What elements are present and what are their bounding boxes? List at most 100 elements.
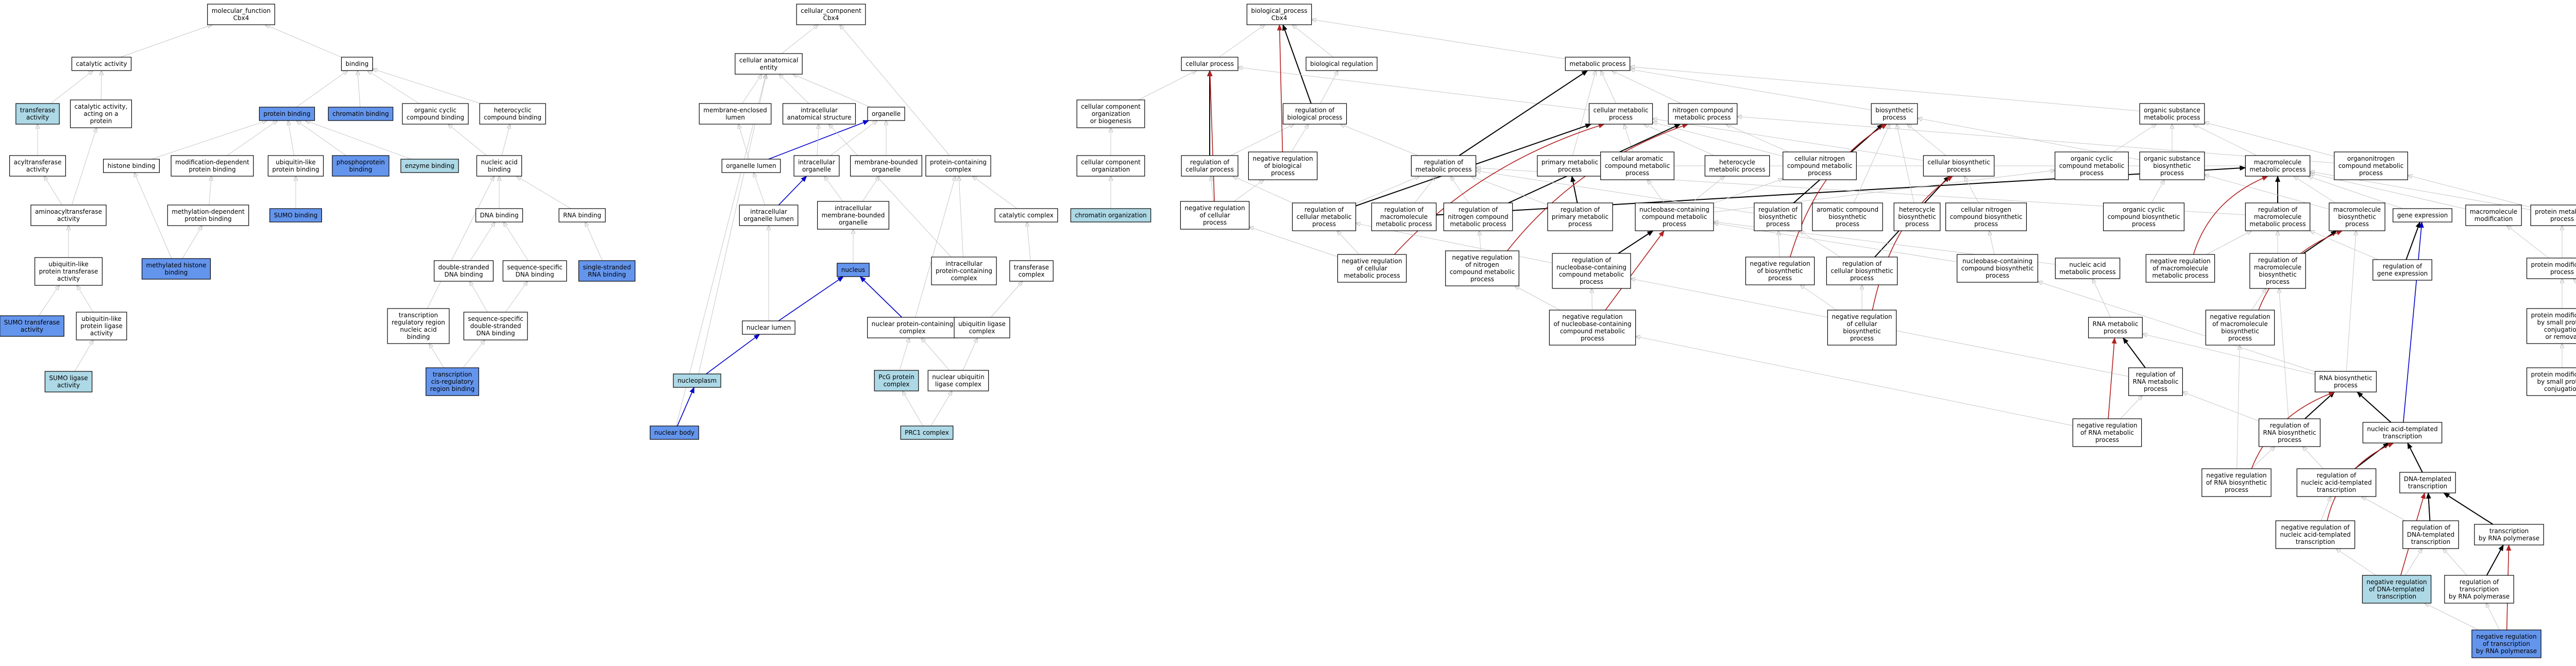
edge-rnabind-to-nucbind	[517, 176, 571, 209]
edge-regdnatrans-to-regnucacidtrans	[2362, 497, 2406, 521]
edge-intraorglum-to-orglumen	[754, 173, 766, 206]
edge-aminoacyl-to-catprot	[71, 128, 96, 206]
edge-negtranspol-to-regtranspol	[2486, 603, 2500, 630]
node-box	[2245, 155, 2311, 177]
edge-intraprot-to-protcplx	[959, 176, 964, 258]
node-box	[1588, 103, 1653, 125]
node-box	[2258, 418, 2321, 447]
node-label: PRC1 complex	[905, 429, 949, 436]
edge-regrnabio-to-regmacbio	[2279, 288, 2289, 419]
node-label: SUMO binding	[274, 212, 318, 219]
edge-chrombind-to-binding	[358, 71, 361, 108]
node-box	[2372, 259, 2432, 281]
edge-nucbind-to-orgcyc	[448, 124, 487, 156]
node-label: protein modificationby small proteinconj…	[2531, 371, 2576, 392]
edge-orgcyc-to-binding	[367, 71, 419, 104]
node-box	[925, 155, 991, 177]
node-label: enzyme binding	[405, 162, 454, 169]
go-term-node-nucleoplasm: nucleoplasm	[673, 373, 721, 388]
node-box	[1337, 254, 1407, 283]
edge-regmacbio-to-macrobio	[2303, 230, 2337, 254]
node-box	[2362, 422, 2443, 443]
edge-negnucmet-to-nucbasemet	[1605, 230, 1665, 311]
go-term-node-cellproc: cellular process	[1181, 57, 1239, 71]
node-box	[475, 208, 523, 223]
edge-cisreg-to-transreg	[429, 344, 444, 368]
node-box	[1826, 257, 1898, 285]
go-term-node-metproc: metabolic process	[1565, 57, 1631, 71]
node-box	[782, 103, 856, 125]
edge-intramemb-to-intraorg	[824, 176, 843, 202]
node-box	[1076, 99, 1145, 128]
node-box	[2205, 310, 2275, 346]
edge-cellmet-to-metproc	[1601, 71, 1617, 104]
edge-prc-to-nucprot	[899, 338, 909, 371]
edge-organelle-to-cae	[793, 74, 871, 108]
edge-protmet-to-orgnitro	[2408, 175, 2531, 208]
node-box	[721, 159, 781, 173]
go-term-node-bioreg: biological regulation	[1306, 57, 1378, 71]
node-label: catalytic activity	[76, 60, 127, 67]
edge-regrnamet-to-rnamet	[2123, 337, 2146, 368]
edge-regtranspol-to-regdnatrans	[2443, 549, 2467, 576]
node-box	[742, 320, 795, 335]
node-box	[1549, 310, 1636, 346]
edge-histbind-to-protbind	[151, 121, 267, 160]
node-label: DNA binding	[480, 212, 519, 219]
edge-cisreg-to-seqdsdna	[463, 340, 485, 368]
go-term-node-organelle: organelle	[867, 107, 905, 121]
node-box	[2526, 367, 2576, 396]
node-box	[402, 103, 469, 125]
go-term-node-sumobind: SUMO binding	[269, 208, 322, 223]
node-box	[796, 4, 866, 25]
node-box	[1547, 202, 1613, 231]
edge-regbio-to-bioreg	[1320, 71, 1338, 104]
edge-dnatrans-to-nucacidtrans	[2407, 442, 2423, 473]
node-label: nucleoplasm	[677, 377, 717, 384]
edge-regmet-to-regbio	[1341, 124, 1418, 156]
node-box	[2103, 202, 2185, 231]
edge-ublike-to-protbind	[288, 121, 295, 156]
edge-regcellmet-to-regcell	[1233, 176, 1293, 203]
edge-regnitro-to-regmet	[1451, 176, 1469, 203]
node-box	[2314, 371, 2377, 392]
edge-protmod-to-macromod	[2507, 226, 2549, 259]
